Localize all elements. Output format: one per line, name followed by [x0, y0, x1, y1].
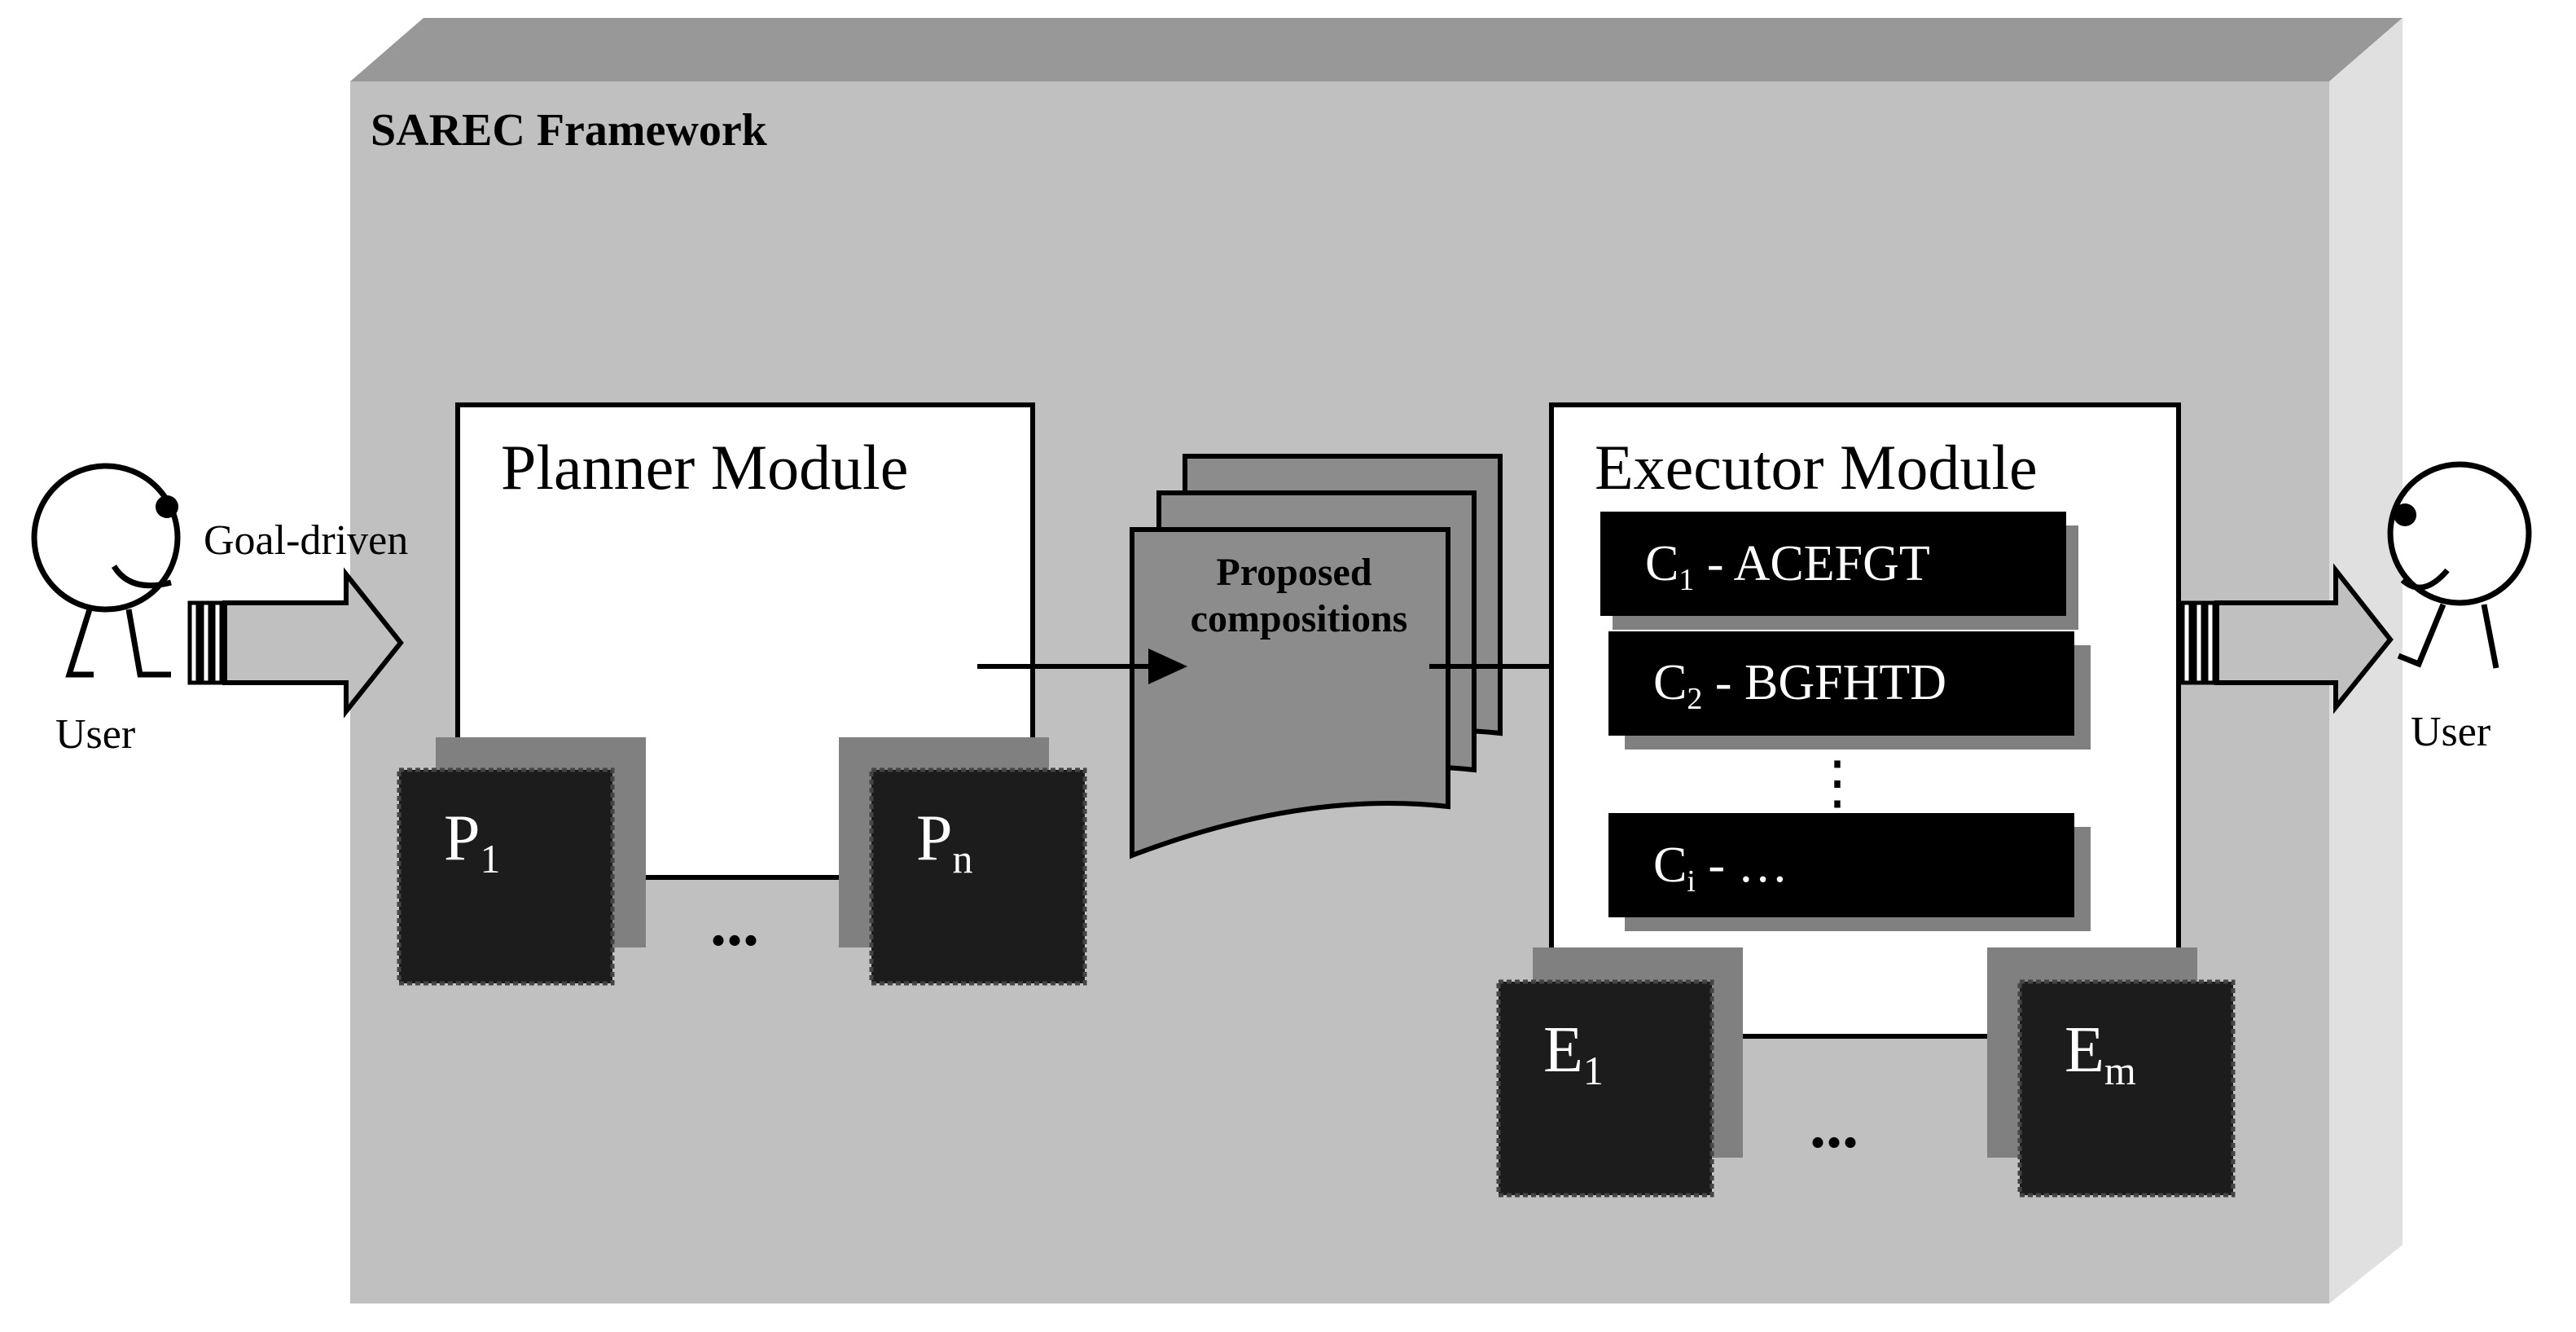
user-right-leg-icon: [2481, 604, 2499, 669]
framework-title: SAREC Framework: [371, 105, 768, 156]
user-left-eye-icon: [156, 495, 178, 518]
composition-row-ci: Ci - …: [1608, 813, 2091, 931]
planner-plugin-label: P1: [444, 802, 501, 881]
executor-plugin-label: E1: [1543, 1014, 1604, 1093]
user-right-mouth-icon: [2400, 568, 2450, 591]
user-right-label: User: [2411, 709, 2490, 755]
executor-ellipsis: ...: [1810, 1090, 1858, 1162]
composition-row-label: Ci - …: [1653, 837, 1788, 899]
composition-row-label: C1 - ACEFGT: [1645, 536, 1930, 597]
executor-plugin-label: Em: [2065, 1014, 2136, 1093]
proposed-compositions-doc-icon: [1130, 454, 1503, 859]
executor-module-title: Executor Module: [1595, 432, 2038, 503]
user-right-head-icon: [2387, 461, 2532, 606]
output-arrow: [2180, 563, 2394, 714]
composition-row-label: C2 - BGFHTD: [1653, 655, 1946, 716]
executor-plugin-e1: E1: [1496, 947, 1743, 1198]
planner-ellipsis: ...: [710, 888, 759, 960]
proposed-compositions-label: Proposed compositions: [1191, 551, 1408, 640]
goal-driven-arrow: [187, 567, 404, 719]
planner-plugin-label: Pn: [916, 802, 973, 881]
composition-row-c1: C1 - ACEFGT: [1600, 512, 2078, 630]
user-right-eye-icon: [2394, 503, 2416, 526]
user-left-label: User: [55, 711, 135, 758]
user-left-mouth-icon: [112, 565, 172, 589]
user-left-leg-icon: [65, 608, 94, 678]
user-right: [2387, 461, 2532, 669]
planner-plugin-p1: P1: [397, 737, 646, 986]
user-left-leg-icon: [125, 609, 171, 678]
executor-plugin-em: Em: [1987, 947, 2236, 1198]
user-left: [31, 463, 181, 678]
composition-row-c2: C2 - BGFHTD: [1608, 631, 2091, 750]
composition-vdots: ⋮: [1808, 750, 1867, 815]
framework-top-face: [350, 18, 2403, 81]
flow-arrow-planner-to-compositions: [977, 648, 1187, 684]
goal-driven-label: Goal-driven: [204, 517, 408, 564]
user-right-leg-icon: [2397, 603, 2447, 668]
planner-module-title: Planner Module: [501, 432, 908, 503]
user-left-head-icon: [31, 463, 181, 613]
planner-plugin-pn: Pn: [839, 737, 1087, 986]
